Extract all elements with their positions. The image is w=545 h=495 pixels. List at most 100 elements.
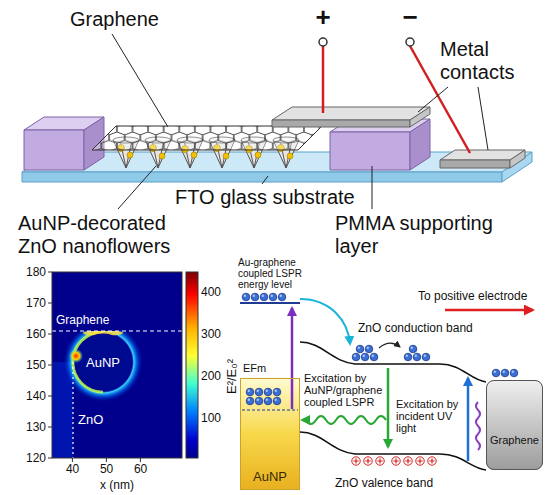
map-label: AuNP [86, 355, 120, 370]
field-map [52, 272, 182, 458]
field-map [106, 458, 107, 462]
hole [404, 457, 412, 465]
band-diagram [486, 380, 543, 470]
axis-tick: 180 [26, 265, 46, 279]
axis-tick: 40 [66, 462, 79, 476]
metal-contact [272, 107, 525, 168]
electron [413, 353, 421, 361]
map-label: ZnO [78, 412, 103, 427]
field-map [48, 272, 198, 462]
hole [376, 457, 384, 465]
electron [409, 345, 417, 353]
leader-line [112, 34, 168, 127]
electron [501, 369, 509, 377]
electron [365, 345, 373, 353]
hole [352, 457, 360, 465]
colorbar-title: E²/E₀² [224, 358, 239, 393]
band-diagram [387, 368, 390, 447]
electron [242, 293, 250, 301]
electron [404, 353, 412, 361]
field-map [48, 396, 52, 397]
electron [269, 293, 277, 301]
field-map [72, 458, 73, 462]
electron [260, 293, 268, 301]
band-diagram [240, 302, 300, 304]
graphene-sheet [92, 126, 322, 150]
axis-tick: 150 [26, 358, 46, 372]
graphene-sheet [92, 126, 322, 150]
electron [278, 293, 286, 301]
band-diagram [291, 308, 294, 409]
pmma-block [410, 119, 430, 170]
axis-tick: 60 [134, 462, 147, 476]
band-diagram [379, 343, 400, 348]
field-map [140, 458, 141, 462]
fto-substrate [22, 172, 502, 182]
block-label: Graphene [490, 434, 539, 447]
electron [273, 388, 281, 396]
band-block: AuNP [240, 378, 300, 490]
axis-tick: 170 [26, 296, 46, 310]
axis-tick: 160 [26, 327, 46, 341]
field-map [63, 331, 143, 402]
pmma-block [24, 117, 104, 170]
hole [352, 457, 436, 465]
band-label: ZnO conduction band [358, 321, 473, 335]
band-block: Graphene [486, 380, 543, 470]
part-label: FTO glass substrate [175, 186, 355, 209]
field-map [72, 362, 73, 458]
wire [319, 38, 327, 46]
gold-nanoparticle [287, 153, 293, 159]
part-label: AuNP-decorated ZnO nanoflowers [18, 212, 198, 258]
leader-line [118, 166, 156, 209]
map-label: Graphene [56, 313, 109, 327]
metal-contact [272, 120, 410, 127]
band-diagram [300, 432, 486, 470]
electron [510, 369, 518, 377]
wire [322, 46, 325, 113]
graphene-sheet [92, 126, 322, 150]
process-label: Excitation by incident UV light [396, 398, 462, 434]
electron [422, 353, 430, 361]
field-map [48, 272, 52, 273]
electron [273, 397, 281, 405]
leader-line [478, 87, 488, 150]
field-map [48, 365, 52, 366]
block-label: AuNP [253, 469, 287, 485]
electron [361, 353, 369, 361]
leader-line [418, 87, 448, 112]
electron [246, 397, 254, 405]
metal-contact [510, 150, 525, 168]
field-map [48, 427, 52, 428]
field-map [52, 272, 182, 458]
field-map [52, 272, 182, 458]
gold-nanoparticle [191, 152, 197, 158]
axis-tick: 50 [100, 462, 113, 476]
metal-contact [440, 160, 510, 168]
field-map [48, 458, 52, 459]
part-label: Graphene [70, 8, 159, 31]
electron [251, 293, 259, 301]
energy-label: Au-graphene coupled LSPR energy level [238, 257, 306, 290]
electron [370, 353, 378, 361]
electron [264, 397, 272, 405]
field-map [52, 330, 182, 331]
band-diagram [242, 409, 298, 410]
band-diagram [302, 416, 386, 424]
band-diagram [300, 299, 350, 344]
electron [352, 353, 360, 361]
field-map [69, 349, 83, 363]
colorbar-tick: 100 [201, 411, 221, 425]
part-label: PMMA supporting layer [335, 212, 513, 258]
gold-nanoparticle [159, 153, 165, 159]
band-diagram [240, 293, 543, 490]
band-diagram [467, 378, 470, 461]
leader-line [372, 166, 373, 209]
electron [255, 397, 263, 405]
polarity-sign: + [316, 4, 331, 30]
electron [246, 388, 254, 396]
electron [255, 388, 263, 396]
electron [356, 345, 364, 353]
field-map [186, 272, 198, 458]
